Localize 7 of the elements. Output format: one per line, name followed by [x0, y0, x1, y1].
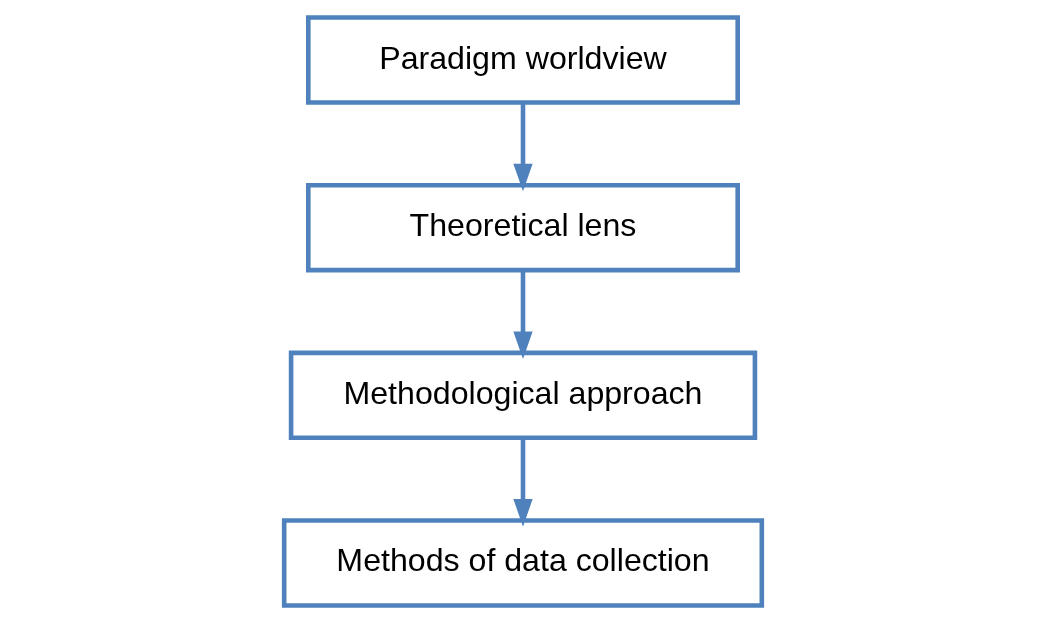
arrow [512, 102, 533, 192]
node-box: Paradigm worldview [305, 15, 740, 105]
node-box: Methodological approach [288, 350, 757, 441]
node-box: Theoretical lens [305, 182, 740, 273]
arrow [512, 270, 533, 359]
arrow [512, 437, 533, 527]
node-box: Methods of data collection [281, 518, 764, 608]
